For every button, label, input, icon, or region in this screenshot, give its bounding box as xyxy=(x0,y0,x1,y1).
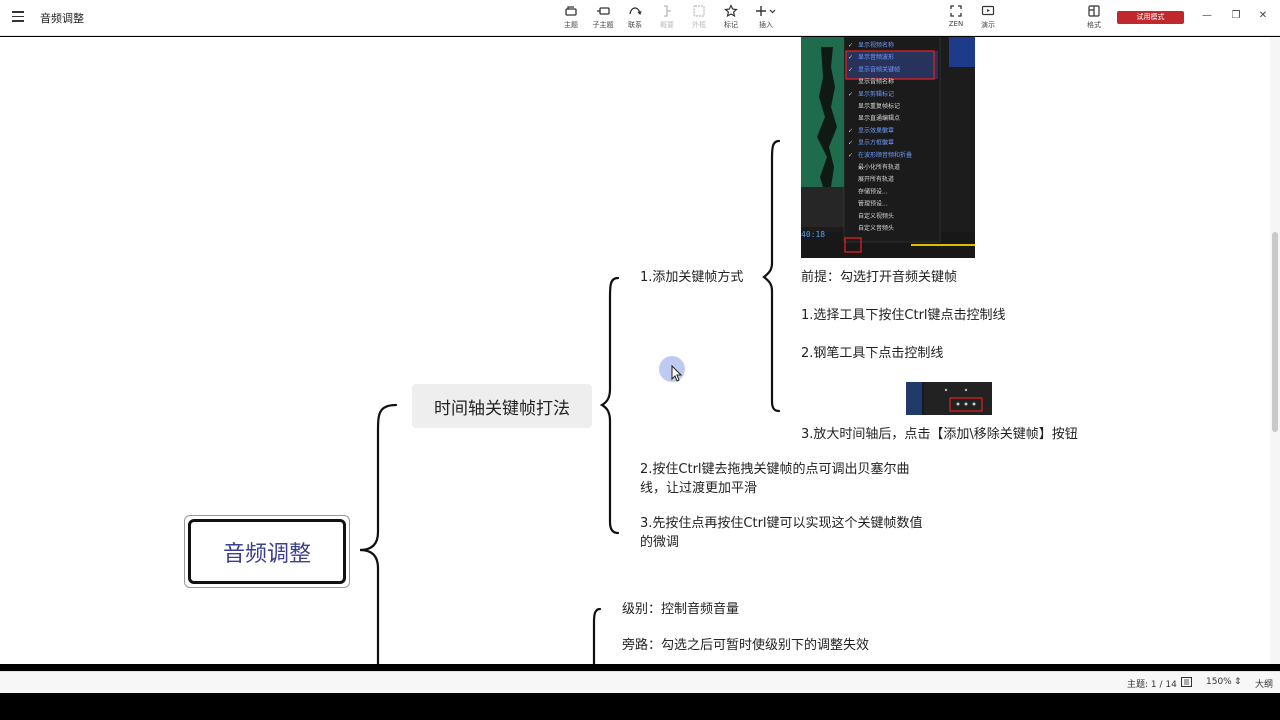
check-icon: ✓ xyxy=(848,140,853,147)
screen-bottom-bar xyxy=(0,693,1280,720)
marker-button[interactable]: 标记 xyxy=(715,4,747,30)
topic-icon xyxy=(565,6,577,16)
subtopic-button[interactable]: 子主题 xyxy=(587,4,619,30)
status-bar: 主题: 1 / 14 150% ⇕ 大纲 xyxy=(0,671,1280,693)
trial-mode-button[interactable]: 试用模式 xyxy=(1117,11,1184,24)
summary-icon xyxy=(664,5,671,17)
star-icon xyxy=(724,4,738,18)
zoom-level[interactable]: 150% xyxy=(1206,677,1232,687)
premiere-menu-image: 40:18 显示视频名称 ✓ 显示音频波形 ✓ 显示音频关键帧 ✓ 显示音频名称显示剪辑标记… xyxy=(801,37,975,258)
check-icon: ✓ xyxy=(848,66,853,73)
level-text[interactable]: 级别：控制音频音量 xyxy=(622,602,740,617)
menu-item: 展开所有轨道 xyxy=(858,175,894,183)
scrollbar-thumb[interactable] xyxy=(1272,232,1278,432)
title-bar: 音频调整 主题 子主题 联系 概要 外框 标记 插入 ZEN 演示 格式 试用模… xyxy=(0,0,1280,36)
mindmap-canvas[interactable]: 音频调整 时间轴关键帧打法 1.添加关键帧方式 40:18 显示视频名称 ✓ 显示音… xyxy=(0,37,1270,664)
premiere-menu-screenshot: 40:18 显示视频名称 ✓ 显示音频波形 ✓ 显示音频关键帧 ✓ 显示音频名称显示剪辑标记… xyxy=(801,37,975,258)
subtopic-add-keyframe[interactable]: 1.添加关键帧方式 xyxy=(640,270,744,285)
step1-text[interactable]: 1.选择工具下按住Ctrl键点击控制线 xyxy=(801,308,1006,323)
topic-count: 主题: 1 / 14 xyxy=(1127,680,1177,690)
svg-text:40:18: 40:18 xyxy=(801,230,825,239)
step2-text[interactable]: 2.钢笔工具下点击控制线 xyxy=(801,346,944,361)
relation-icon xyxy=(629,7,642,16)
outline-view-icon[interactable] xyxy=(1181,677,1192,690)
zoom-stepper-icon[interactable]: ⇕ xyxy=(1234,677,1242,687)
boundary-icon xyxy=(693,5,705,17)
bypass-text[interactable]: 旁路：勾选之后可暂时使级别下的调整失效 xyxy=(622,638,870,653)
menu-item: 存储预设... xyxy=(858,187,888,195)
format-panel-icon xyxy=(1088,5,1100,17)
menu-item: 显示音频名称 xyxy=(858,78,894,86)
insert-button[interactable]: 插入 xyxy=(750,4,782,30)
check-icon: ✓ xyxy=(848,54,853,61)
menu-item: 显示直通编辑点 xyxy=(858,114,900,122)
check-icon: ✓ xyxy=(848,91,853,98)
menu-item: 管理预设... xyxy=(858,200,888,208)
zen-button[interactable]: ZEN xyxy=(940,4,972,28)
topic-button[interactable]: 主题 xyxy=(555,4,587,30)
menu-item: 显示音频关键帧 xyxy=(858,65,900,73)
root-topic[interactable]: 音频调整 xyxy=(184,515,350,588)
check-icon: ✓ xyxy=(848,127,853,134)
menu-item: 显示方框徽章 xyxy=(858,139,894,147)
presentation-icon xyxy=(981,5,995,16)
menu-icon[interactable] xyxy=(12,11,24,22)
format-button[interactable]: 格式 xyxy=(1078,4,1110,30)
document-title: 音频调整 xyxy=(40,12,84,25)
boundary-button[interactable]: 外框 xyxy=(683,4,715,30)
menu-item: 显示音频波形 xyxy=(858,53,894,61)
mouse-cursor-icon xyxy=(659,356,685,382)
menu-item: 最小化所有轨道 xyxy=(858,163,900,171)
subtopic-bezier-line2[interactable]: 线，让过渡更加平滑 xyxy=(640,481,758,496)
restore-button[interactable]: ❐ xyxy=(1231,10,1241,21)
present-button[interactable]: 演示 xyxy=(972,4,1004,30)
keyframe-button-image xyxy=(906,382,992,415)
menu-item: 自定义视频头 xyxy=(858,212,894,220)
check-icon: ✓ xyxy=(848,42,853,49)
menu-item: 自定义音频头 xyxy=(858,224,894,232)
relation-button[interactable]: 联系 xyxy=(619,4,651,30)
connector-lines xyxy=(359,139,781,664)
subtopic-finetune-line1[interactable]: 3.先按住点再按住Ctrl键可以实现这个关键帧数值 xyxy=(640,516,923,531)
menu-item: 显示重复帧标记 xyxy=(858,102,900,110)
subtopic-bezier-line1[interactable]: 2.按住Ctrl键去拖拽关键帧的点可调出贝塞尔曲 xyxy=(640,462,910,477)
outline-button[interactable]: 大纲 xyxy=(1255,680,1274,690)
check-icon: ✓ xyxy=(848,152,853,159)
premise-text[interactable]: 前提：勾选打开音频关键帧 xyxy=(801,270,958,285)
fullscreen-icon xyxy=(950,5,962,17)
main-topic[interactable]: 时间轴关键帧打法 xyxy=(412,384,592,428)
menu-item: 显示效果徽章 xyxy=(858,126,894,134)
summary-button[interactable]: 概要 xyxy=(651,4,683,30)
step3-text[interactable]: 3.放大时间轴后，点击【添加\移除关键帧】按钮 xyxy=(801,427,1078,442)
menu-item: 在波形顺音频和折叠 xyxy=(858,151,912,159)
menu-item: 显示剪辑标记 xyxy=(858,90,894,98)
plus-chevron-icon xyxy=(756,6,776,16)
subtopic-finetune-line2[interactable]: 的微调 xyxy=(640,535,680,550)
vertical-scrollbar[interactable] xyxy=(1270,37,1280,664)
keyframe-button-screenshot xyxy=(906,382,992,415)
minimize-button[interactable]: — xyxy=(1202,10,1212,21)
menu-item: 显示视频名称 xyxy=(858,41,894,49)
subtopic-icon xyxy=(597,7,610,15)
close-button[interactable]: ✕ xyxy=(1258,10,1268,21)
